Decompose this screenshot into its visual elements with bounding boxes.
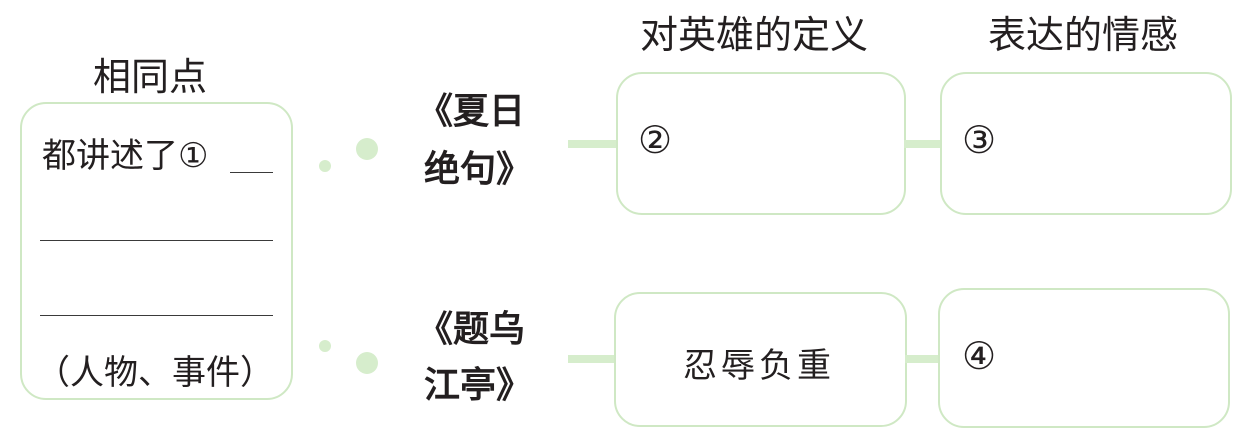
- definition-box-2: [614, 292, 907, 427]
- connector-dot-small-1: [319, 160, 331, 172]
- emotion-box-1: [940, 72, 1232, 215]
- definition-box-1: [616, 72, 906, 215]
- connector-dot-large-1: [356, 138, 378, 160]
- connector-dot-large-2: [356, 352, 378, 374]
- connector-dot-small-2: [319, 340, 331, 352]
- work-title-2-line-1: 《题乌: [417, 309, 526, 350]
- definition-2-text: 忍辱负重: [683, 346, 835, 386]
- blank-1-line-a: [230, 172, 273, 173]
- work-title-1-line-2: 绝句》: [424, 149, 533, 190]
- common-points-box: [20, 102, 293, 400]
- common-line-4: （人物、事件）: [36, 353, 274, 393]
- emotion-box-2: [938, 288, 1230, 428]
- work-title-2-line-2: 江亭》: [424, 365, 533, 406]
- blank-3-label: ③: [962, 118, 997, 162]
- connector-row1-a: [568, 140, 618, 148]
- blank-1-line-c: [40, 315, 273, 316]
- blank-4-label: ④: [962, 334, 997, 378]
- common-line-1: 都讲述了①: [42, 136, 209, 176]
- header-common: 相同点: [93, 55, 208, 99]
- work-title-1-line-1: 《夏日: [417, 91, 526, 132]
- blank-2-label: ②: [638, 118, 673, 162]
- header-definition: 对英雄的定义: [640, 13, 869, 57]
- connector-row2-b: [905, 355, 943, 363]
- connector-row1-b: [904, 140, 944, 148]
- header-emotion: 表达的情感: [988, 13, 1179, 57]
- connector-row2-a: [568, 355, 618, 363]
- blank-1-line-b: [40, 240, 273, 241]
